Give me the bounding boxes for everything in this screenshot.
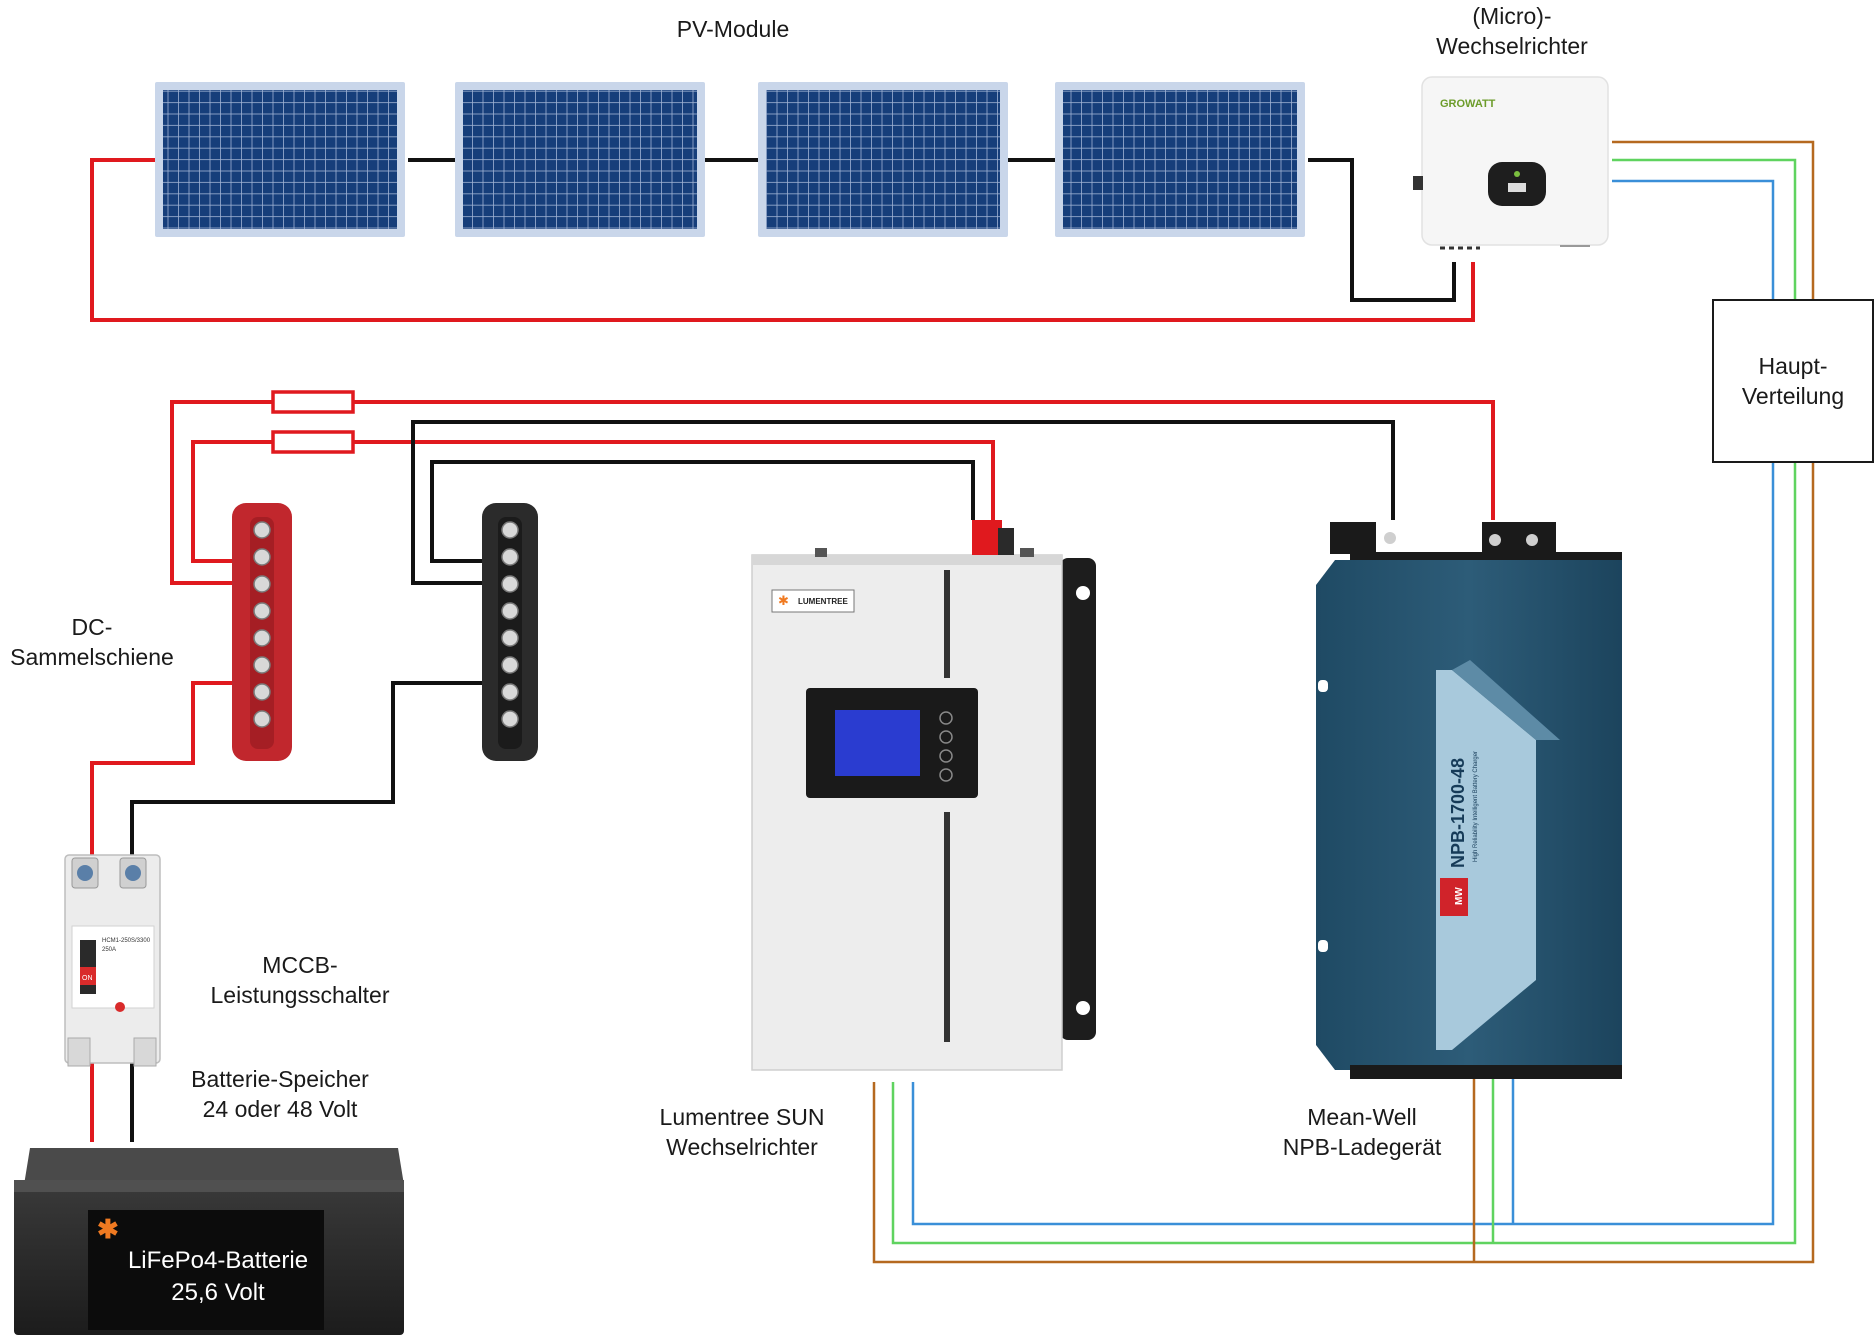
main-distribution-box (1712, 299, 1874, 463)
mccb-rating-label: 250A (102, 947, 116, 953)
busbar-screw (253, 710, 271, 728)
battery-label-line2: 25,6 Volt (171, 1279, 265, 1306)
busbar-screw (501, 683, 519, 701)
pv-module-4 (1055, 82, 1305, 237)
busbar-screw (253, 548, 271, 566)
dc-busbar-label: DC- Sammelschiene (10, 614, 174, 670)
pv-module-3 (758, 82, 1008, 237)
lumentree-brand: LUMENTREE (798, 597, 848, 606)
micro-inverter-label: (Micro)- Wechselrichter (1436, 3, 1588, 59)
battery-label-line1: LiFePo4-Batterie (128, 1247, 308, 1274)
mccb-breaker: HCM1-250S/3300 250A ON (64, 854, 161, 1067)
busbar-screw (253, 683, 271, 701)
mccb-label: MCCB- Leistungsschalter (210, 952, 390, 1008)
busbar-screw (501, 629, 519, 647)
charger-model: NPB-1700-48 (1448, 758, 1468, 868)
busbar-screw (253, 521, 271, 539)
battery-logo-icon: ✱ (97, 1214, 119, 1244)
busbar-screw (253, 629, 271, 647)
pv-module-1 (155, 82, 405, 237)
meanwell-charger: MW NPB-1700-48 High Reliability Intellig… (1316, 522, 1622, 1079)
lifepo4-battery: ✱ LiFePo4-Batterie 25,6 Volt (14, 1148, 404, 1335)
busbar-screw (253, 575, 271, 593)
dc-wiring (90, 158, 1495, 1142)
fuse-bottom (271, 430, 355, 454)
busbar-screw (501, 710, 519, 728)
mccb-model-label: HCM1-250S/3300 (102, 938, 151, 944)
busbar-screw (501, 548, 519, 566)
pv-module-2 (455, 82, 705, 237)
mccb-on-label: ON (82, 975, 93, 982)
fuse-top (271, 390, 355, 414)
busbar-screw (501, 521, 519, 539)
busbar-screw (501, 602, 519, 620)
meanwell-brand: MW (1454, 887, 1465, 905)
lumentree-label: Lumentree SUN Wechselrichter (659, 1104, 825, 1160)
battery-storage-label: Batterie-Speicher 24 oder 48 Volt (191, 1066, 369, 1122)
micro-inverter: GROWATT (1413, 76, 1609, 250)
ac-wiring (872, 140, 1815, 1264)
main-distribution-label: Haupt- Verteilung (1741, 353, 1845, 409)
lumentree-inverter: ✱ LUMENTREE (751, 520, 1096, 1071)
lumentree-logo-icon: ✱ (778, 593, 789, 608)
busbar-screw (501, 656, 519, 674)
growatt-brand: GROWATT (1440, 98, 1496, 110)
meanwell-label: Mean-Well NPB-Ladegerät (1282, 1104, 1442, 1160)
busbar-screw (253, 656, 271, 674)
charger-subtitle: High Reliability Intelligent Battery Cha… (1473, 751, 1479, 862)
busbar-screw (501, 575, 519, 593)
busbar-screw (253, 602, 271, 620)
pv-modules-label: PV-Module (676, 16, 790, 42)
